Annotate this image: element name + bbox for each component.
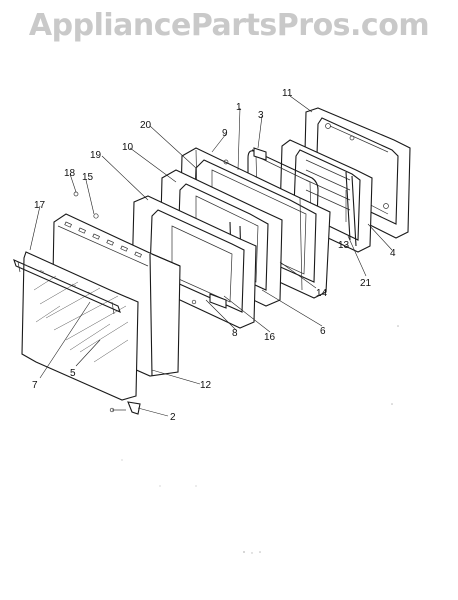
callout-10: 10	[122, 142, 134, 153]
callout-21: 21	[360, 278, 372, 289]
part-2-hinge-clip	[109, 401, 141, 415]
part-7-handle	[13, 258, 121, 315]
part-5-front-glass	[21, 251, 139, 401]
callout-6: 6	[320, 326, 326, 337]
callout-18: 18	[64, 168, 76, 179]
callout-14: 14	[316, 288, 328, 299]
callout-8: 8	[232, 328, 238, 339]
callout-4: 4	[390, 248, 396, 259]
callout-20: 20	[140, 120, 152, 131]
callout-1: 1	[236, 102, 242, 113]
leader-lines	[29, 95, 393, 417]
callout-7: 7	[32, 380, 38, 391]
callout-17: 17	[34, 200, 46, 211]
callout-13: 13	[338, 240, 350, 251]
scan-specks	[121, 325, 399, 554]
callout-labels: 11 3 1 9 20 10 19 18 15 17 4 13 21 14 6 …	[32, 88, 396, 423]
callout-3: 3	[258, 110, 264, 121]
callout-19: 19	[90, 150, 102, 161]
vent-slots	[64, 221, 142, 258]
callout-2: 2	[170, 412, 176, 423]
part-19-inner-panel	[131, 195, 257, 329]
callout-9: 9	[222, 128, 228, 139]
callout-16: 16	[264, 332, 276, 343]
callout-5: 5	[70, 368, 76, 379]
callout-11: 11	[282, 88, 293, 99]
callout-12: 12	[200, 380, 212, 391]
watermark-logo: AppliancePartsPros.com	[28, 8, 430, 43]
callout-15: 15	[82, 172, 94, 183]
